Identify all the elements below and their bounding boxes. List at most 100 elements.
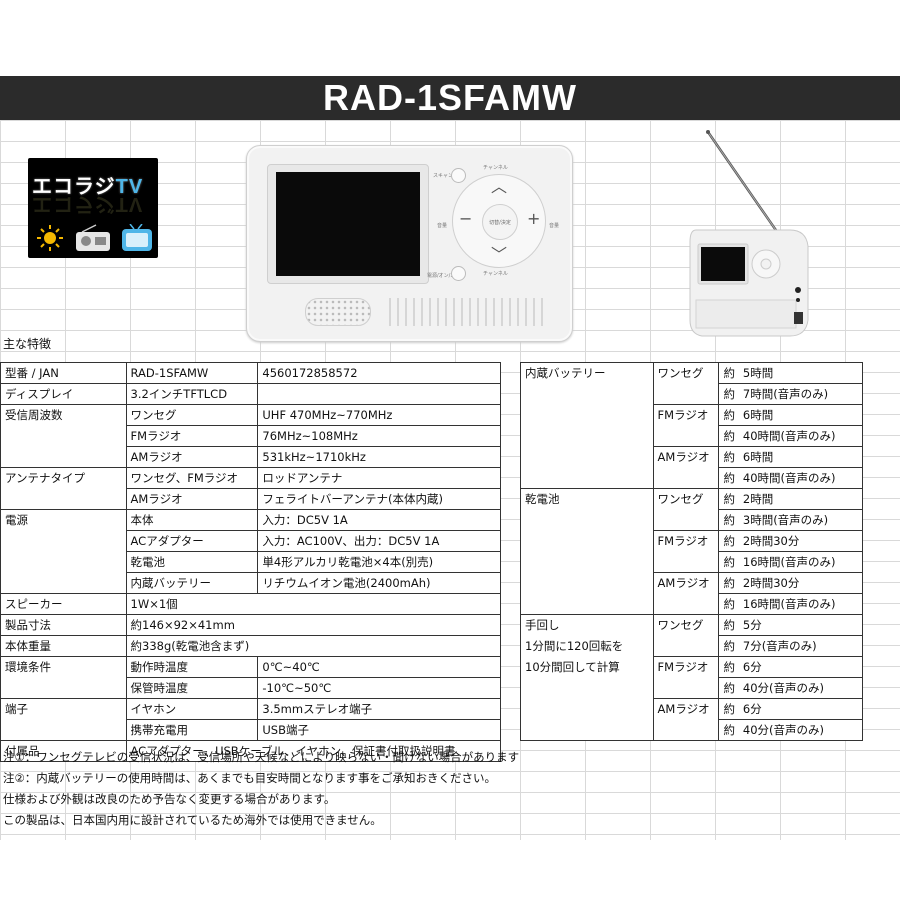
table-cell: 5分 xyxy=(738,614,863,636)
table-cell: RAD-1SFAMW xyxy=(126,362,259,384)
table-cell: 約 xyxy=(718,404,739,426)
power-label: 電源/オン/オフ xyxy=(427,273,461,279)
table-cell: AMラジオ xyxy=(653,572,720,594)
table-cell xyxy=(653,467,720,489)
chevron-up-icon: ︿ xyxy=(491,177,508,196)
table-cell: 3.5mmステレオ端子 xyxy=(257,698,501,720)
table-cell: 単4形アルカリ乾電池×4本(別売) xyxy=(257,551,501,573)
logo-icons xyxy=(37,224,152,251)
table-cell: 2時間30分 xyxy=(738,572,863,594)
table-cell: スピーカー xyxy=(0,593,127,615)
table-cell: ワンセグ xyxy=(653,362,720,384)
table-cell: UHF 470MHz~770MHz xyxy=(257,404,501,426)
device-screen xyxy=(276,172,420,276)
table-cell xyxy=(0,572,127,594)
scan-button xyxy=(451,168,466,183)
table-cell: 6時間 xyxy=(738,446,863,468)
table-cell xyxy=(520,593,654,615)
table-cell: 6分 xyxy=(738,656,863,678)
table-cell xyxy=(520,404,654,426)
table-cell xyxy=(653,635,720,657)
table-cell xyxy=(520,677,654,699)
table-row: 乾電池単4形アルカリ乾電池×4本(別売) xyxy=(0,551,501,573)
table-cell: 約 xyxy=(718,509,739,531)
table-cell: 6時間 xyxy=(738,404,863,426)
table-cell: 約 xyxy=(718,719,739,741)
table-cell xyxy=(520,698,654,720)
logo-text: エコラジTV xyxy=(32,176,144,198)
table-cell: 6分 xyxy=(738,698,863,720)
note-line: この製品は、日本国内用に設計されているため海外では使用できません。 xyxy=(3,813,382,827)
table-cell: 約146×92×41mm xyxy=(126,614,502,636)
table-cell: 端子 xyxy=(0,698,127,720)
section-label: 主な特徴 xyxy=(3,337,52,351)
table-cell: 40分(音声のみ) xyxy=(738,719,863,741)
table-cell: FMラジオ xyxy=(653,530,720,552)
table-cell: ACアダプター xyxy=(126,530,259,552)
table-cell: USB端子 xyxy=(257,719,501,741)
table-cell xyxy=(653,509,720,531)
table-cell xyxy=(520,572,654,594)
table-cell xyxy=(653,677,720,699)
table-cell xyxy=(0,530,127,552)
table-row: アンテナタイプワンセグ、FMラジオロッドアンテナ xyxy=(0,467,501,489)
table-cell: ディスプレイ xyxy=(0,383,127,405)
table-cell xyxy=(520,383,654,405)
table-cell: 7時間(音声のみ) xyxy=(738,383,863,405)
table-cell: 16時間(音声のみ) xyxy=(738,593,863,615)
table-cell: 内蔵バッテリー xyxy=(126,572,259,594)
table-cell: 乾電池 xyxy=(126,551,259,573)
table-cell xyxy=(653,425,720,447)
table-cell: 16時間(音声のみ) xyxy=(738,551,863,573)
table-cell: イヤホン xyxy=(126,698,259,720)
table-cell xyxy=(520,467,654,489)
table-cell: 531kHz~1710kHz xyxy=(257,446,501,468)
table-cell: 40時間(音声のみ) xyxy=(738,425,863,447)
table-cell: 本体 xyxy=(126,509,259,531)
table-cell: 入力：DC5V 1A xyxy=(257,509,501,531)
table-cell: 約 xyxy=(718,467,739,489)
table-cell xyxy=(0,446,127,468)
radio-tv-device-front: スキャン チャンネル 音量 音量 ︿ ﹀ − + 切替/決定 チャンネル 電源/… xyxy=(246,145,573,342)
table-cell: 約 xyxy=(718,446,739,468)
table-cell: 0℃~40℃ xyxy=(257,656,501,678)
eco-radio-tv-logo: エコラジTV エコラジTV xyxy=(28,158,158,258)
note-line: 仕様および外観は改良のため予告なく変更する場合があります。 xyxy=(3,792,336,806)
table-cell: 3時間(音声のみ) xyxy=(738,509,863,531)
table-row: ACアダプター入力：AC100V、出力：DC5V 1A xyxy=(0,530,501,552)
table-cell: 約 xyxy=(718,362,739,384)
table-cell xyxy=(653,593,720,615)
table-cell xyxy=(257,383,501,405)
notes: 注①：ワンセグテレビの受信状況は、受信場所や天候などにより映らない・聞けない場合… xyxy=(0,747,520,831)
table-cell: -10℃~50℃ xyxy=(257,677,501,699)
table-cell xyxy=(0,551,127,573)
table-cell: 7分(音声のみ) xyxy=(738,635,863,657)
table-cell: AMラジオ xyxy=(653,446,720,468)
volume-right-label: 音量 xyxy=(549,223,560,229)
table-cell xyxy=(520,509,654,531)
table-cell: 受信周波数 xyxy=(0,404,127,426)
table-cell: 4560172858572 xyxy=(257,362,501,384)
table-cell xyxy=(653,383,720,405)
table-cell: 内蔵バッテリー xyxy=(520,362,654,384)
table-cell: AMラジオ xyxy=(653,698,720,720)
table-cell: 40時間(音声のみ) xyxy=(738,467,863,489)
